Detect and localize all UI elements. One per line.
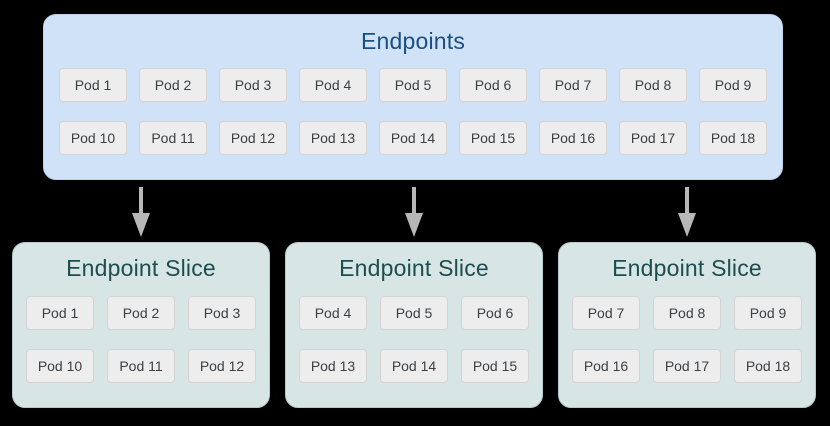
down-arrow-icon xyxy=(405,187,423,237)
slice-2-pod-row-2: Pod 13 Pod 14 Pod 15 xyxy=(299,349,529,383)
pod-box: Pod 8 xyxy=(653,296,721,330)
arrow-cell-2 xyxy=(285,187,543,237)
slice-3-pod-row-2: Pod 16 Pod 17 Pod 18 xyxy=(572,349,802,383)
pod-box: Pod 1 xyxy=(26,296,94,330)
down-arrow-head xyxy=(405,213,423,237)
pod-box: Pod 10 xyxy=(26,349,94,383)
pod-box: Pod 13 xyxy=(299,121,367,155)
pod-box: Pod 6 xyxy=(461,296,529,330)
pod-box: Pod 7 xyxy=(539,68,607,102)
pod-box: Pod 5 xyxy=(379,68,447,102)
pod-box: Pod 16 xyxy=(539,121,607,155)
pod-box: Pod 3 xyxy=(188,296,256,330)
arrow-cell-3 xyxy=(558,187,816,237)
down-arrow-icon xyxy=(132,187,150,237)
pod-box: Pod 9 xyxy=(734,296,802,330)
pod-box: Pod 5 xyxy=(380,296,448,330)
endpoints-box: Endpoints Pod 1 Pod 2 Pod 3 Pod 4 Pod 5 Pod 6… xyxy=(43,14,783,180)
pod-box: Pod 18 xyxy=(699,121,767,155)
pod-box: Pod 3 xyxy=(219,68,287,102)
down-arrow-stem xyxy=(139,187,143,213)
pod-box: Pod 13 xyxy=(299,349,367,383)
pod-box: Pod 12 xyxy=(188,349,256,383)
pod-box: Pod 11 xyxy=(139,121,207,155)
down-arrow-stem xyxy=(412,187,416,213)
pod-box: Pod 4 xyxy=(299,296,367,330)
down-arrow-head xyxy=(678,213,696,237)
pod-box: Pod 16 xyxy=(572,349,640,383)
pod-box: Pod 10 xyxy=(59,121,127,155)
slice-1-pod-row-1: Pod 1 Pod 2 Pod 3 xyxy=(26,296,256,330)
pod-box: Pod 14 xyxy=(380,349,448,383)
pod-box: Pod 17 xyxy=(653,349,721,383)
slice-2-pod-row-1: Pod 4 Pod 5 Pod 6 xyxy=(299,296,529,330)
endpoint-slice-title: Endpoint Slice xyxy=(339,255,489,281)
endpoints-pod-row-1: Pod 1 Pod 2 Pod 3 Pod 4 Pod 5 Pod 6 Pod 7 Pod 8… xyxy=(59,68,767,102)
arrows-row xyxy=(12,187,816,237)
pod-box: Pod 7 xyxy=(572,296,640,330)
down-arrow-stem xyxy=(685,187,689,213)
endpoint-slice-title: Endpoint Slice xyxy=(612,255,762,281)
slice-3-pod-row-1: Pod 7 Pod 8 Pod 9 xyxy=(572,296,802,330)
pod-box: Pod 9 xyxy=(699,68,767,102)
pod-box: Pod 4 xyxy=(299,68,367,102)
pod-box: Pod 2 xyxy=(139,68,207,102)
pod-box: Pod 15 xyxy=(459,121,527,155)
endpoint-slice-title: Endpoint Slice xyxy=(66,255,216,281)
arrow-cell-1 xyxy=(12,187,270,237)
endpoints-pod-row-2: Pod 10 Pod 11 Pod 12 Pod 13 Pod 14 Pod 15 Pod … xyxy=(59,121,767,155)
pod-box: Pod 2 xyxy=(107,296,175,330)
pod-box: Pod 18 xyxy=(734,349,802,383)
pod-box: Pod 1 xyxy=(59,68,127,102)
pod-box: Pod 8 xyxy=(619,68,687,102)
down-arrow-icon xyxy=(678,187,696,237)
pod-box: Pod 6 xyxy=(459,68,527,102)
pod-box: Pod 11 xyxy=(107,349,175,383)
pod-box: Pod 12 xyxy=(219,121,287,155)
down-arrow-head xyxy=(132,213,150,237)
endpoints-title: Endpoints xyxy=(360,28,466,54)
slice-1-pod-row-2: Pod 10 Pod 11 Pod 12 xyxy=(26,349,256,383)
pod-box: Pod 14 xyxy=(379,121,447,155)
pod-box: Pod 17 xyxy=(619,121,687,155)
pod-box: Pod 15 xyxy=(461,349,529,383)
